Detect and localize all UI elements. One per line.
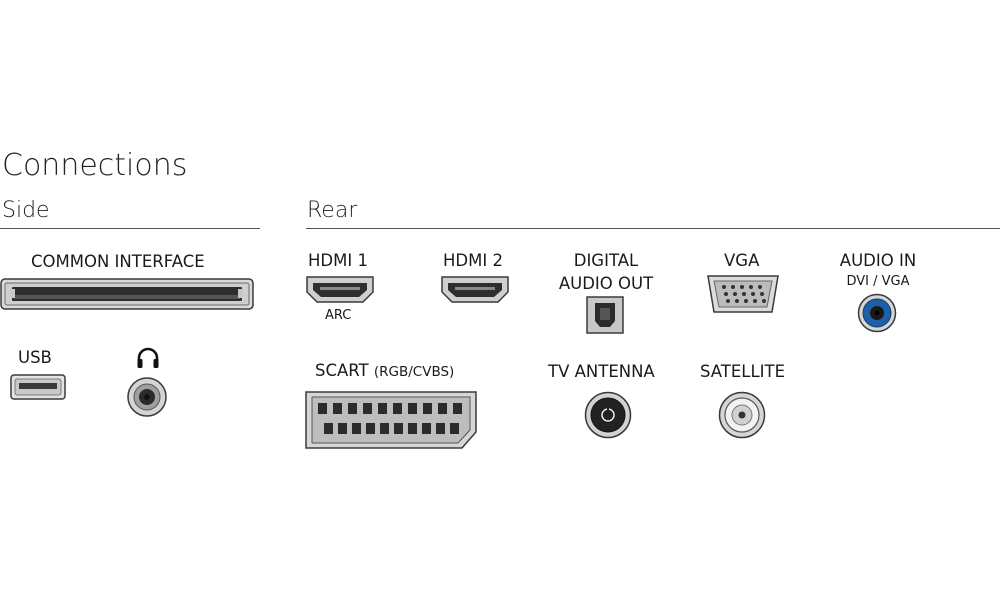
scart-pin (436, 423, 445, 434)
scart-label: SCART (RGB/CVBS) (315, 361, 454, 380)
audio-in-jack-icon (857, 293, 897, 333)
hdmi1-arc-label: ARC (325, 308, 352, 323)
optical-port-icon (586, 296, 624, 334)
scart-label-main: SCART (315, 361, 369, 380)
vga-port-icon (707, 275, 779, 313)
scart-pin (324, 423, 333, 434)
rear-divider (306, 228, 1000, 229)
scart-pin (393, 403, 402, 414)
section-rear-heading: Rear (307, 198, 358, 223)
tv-antenna-connector-icon (584, 391, 632, 439)
section-side-heading: Side (2, 198, 50, 223)
headphones-icon (137, 347, 159, 368)
audio-in-label: AUDIO IN (839, 251, 917, 270)
scart-pin (423, 403, 432, 414)
usb-label: USB (18, 348, 52, 367)
scart-pin (363, 403, 372, 414)
scart-pin (333, 403, 342, 414)
satellite-connector-icon (718, 391, 766, 439)
hdmi1-label: HDMI 1 (308, 251, 368, 270)
digital-audio-out-label-line1: DIGITAL (573, 251, 639, 270)
scart-pin (380, 423, 389, 434)
common-interface-slot-icon (0, 278, 254, 310)
scart-pin (338, 423, 347, 434)
scart-pin (394, 423, 403, 434)
scart-pin (453, 403, 462, 414)
scart-pin (438, 403, 447, 414)
scart-pin (366, 423, 375, 434)
hdmi2-label: HDMI 2 (443, 251, 503, 270)
scart-pin (378, 403, 387, 414)
scart-pin (408, 423, 417, 434)
page-title: Connections (2, 148, 188, 183)
satellite-label: SATELLITE (700, 362, 786, 381)
audio-in-sub-label: DVI / VGA (846, 274, 910, 289)
scart-pin (348, 403, 357, 414)
scart-pin (352, 423, 361, 434)
hdmi2-port-icon (441, 276, 509, 303)
scart-pin (318, 403, 327, 414)
scart-label-sub: (RGB/CVBS) (373, 364, 455, 380)
common-interface-label: COMMON INTERFACE (31, 252, 205, 271)
vga-label: VGA (724, 251, 760, 270)
scart-pin (422, 423, 431, 434)
tv-antenna-label: TV ANTENNA (548, 362, 655, 381)
side-divider (0, 228, 260, 229)
hdmi1-port-icon (306, 276, 374, 303)
scart-pin (408, 403, 417, 414)
digital-audio-out-label-line2: AUDIO OUT (558, 274, 654, 293)
scart-port-icon (305, 391, 477, 449)
scart-pin (450, 423, 459, 434)
headphone-jack-icon (127, 377, 167, 417)
usb-port-icon (10, 374, 66, 400)
